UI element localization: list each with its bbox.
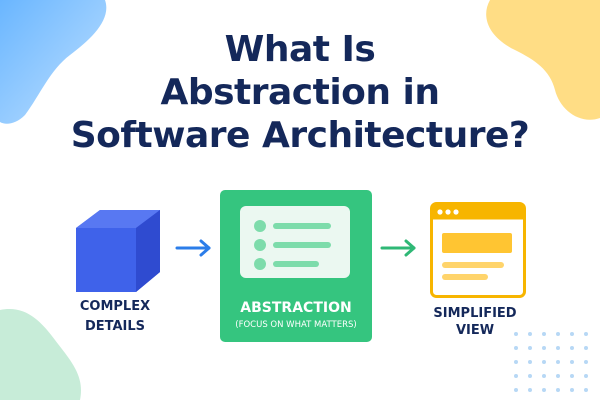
simplified-view-label: SIMPLIFIED VIEW bbox=[433, 306, 517, 338]
arrow-right-icon bbox=[175, 239, 211, 257]
browser-window-icon bbox=[430, 202, 526, 298]
arrow-right-icon bbox=[380, 239, 416, 257]
title-line-1: What Is bbox=[224, 29, 376, 70]
top-right-blob bbox=[486, 0, 600, 120]
title-line-3: Software Architecture? bbox=[70, 115, 530, 156]
top-left-blob bbox=[0, 0, 107, 124]
title-line-2: Abstraction in bbox=[160, 72, 440, 113]
abstraction-box: ABSTRACTION (FOCUS ON WHAT MATTERS) bbox=[220, 190, 372, 342]
page-title: What Is Abstraction in Software Architec… bbox=[0, 28, 600, 157]
dot-grid-decoration bbox=[514, 332, 588, 392]
complex-details-label: COMPLEX DETAILS bbox=[79, 299, 151, 334]
bottom-left-blob bbox=[0, 309, 81, 400]
abstraction-title: ABSTRACTION bbox=[240, 300, 352, 316]
cube-icon bbox=[76, 210, 160, 292]
list-card-icon bbox=[240, 206, 350, 278]
abstraction-subtitle: (FOCUS ON WHAT MATTERS) bbox=[235, 320, 357, 330]
